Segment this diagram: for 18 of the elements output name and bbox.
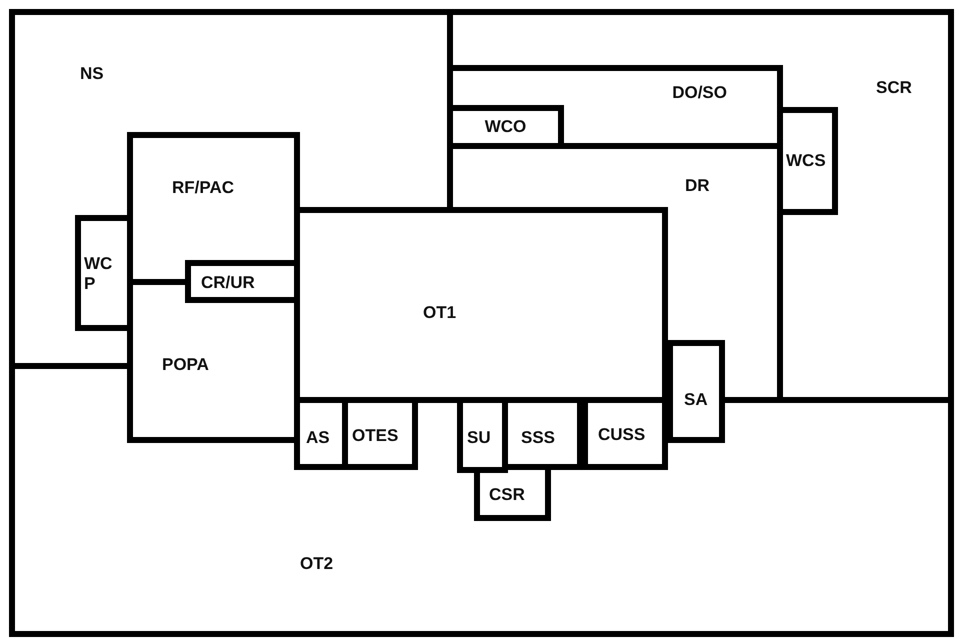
room-label: OT2 <box>300 554 334 574</box>
room-label: AS <box>306 428 330 448</box>
room-label: NS <box>80 64 104 84</box>
room-label: SU <box>467 428 491 448</box>
room-label: CUSS <box>598 425 646 445</box>
room-label: SSS <box>521 428 556 448</box>
room-label: WC P <box>84 254 114 294</box>
room-label: DR <box>685 176 710 196</box>
room-label: SCR <box>876 78 912 98</box>
room-label: SA <box>684 390 708 410</box>
room-label: OTES <box>352 426 398 446</box>
room-label: POPA <box>162 355 209 375</box>
room-label: CR/UR <box>201 273 255 293</box>
room-label: RF/PAC <box>172 178 234 198</box>
room-box: DO/SO WCO <box>447 65 783 149</box>
room-label: WCS <box>786 151 826 171</box>
room-label: CSR <box>489 485 525 505</box>
room-label: OT1 <box>423 303 456 323</box>
